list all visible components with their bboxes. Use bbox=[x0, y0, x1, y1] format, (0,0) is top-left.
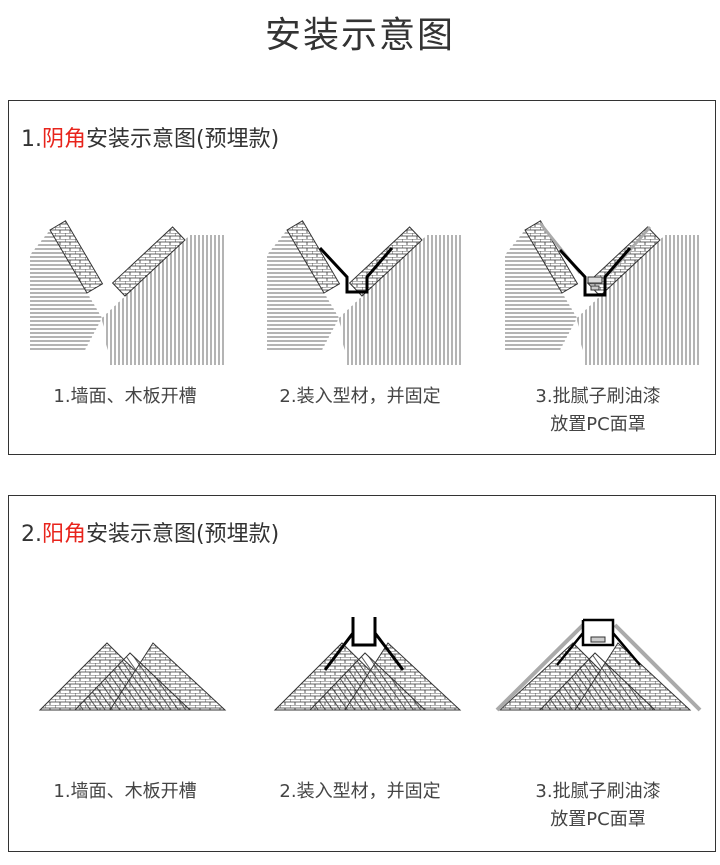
convex-step1-diagram bbox=[38, 642, 227, 711]
step-caption: 3.批腻子刷油漆放置PC面罩 bbox=[535, 781, 661, 830]
section-heading: 1.阴角安装示意图(预埋款) bbox=[21, 127, 280, 152]
step-caption: 2.装入型材，并固定 bbox=[279, 781, 441, 802]
concave-step2-diagram bbox=[267, 220, 462, 365]
convex-step2-diagram bbox=[273, 617, 462, 711]
step-caption: 3.批腻子刷油漆放置PC面罩 bbox=[535, 386, 661, 435]
section-heading: 2.阳角安装示意图(预埋款) bbox=[21, 522, 280, 547]
concave-step3-diagram bbox=[505, 220, 700, 365]
step-caption: 1.墙面、木板开槽 bbox=[53, 781, 197, 802]
page-title: 安装示意图 bbox=[264, 15, 455, 56]
concave-step1-diagram bbox=[30, 220, 225, 365]
step-caption: 2.装入型材，并固定 bbox=[279, 386, 441, 407]
convex-step3-diagram bbox=[495, 618, 702, 712]
convex-corner-section: 2.阳角安装示意图(预埋款) bbox=[8, 495, 716, 852]
concave-corner-section: 1.阴角安装示意图(预埋款) bbox=[8, 100, 716, 455]
step-caption: 1.墙面、木板开槽 bbox=[53, 386, 197, 407]
